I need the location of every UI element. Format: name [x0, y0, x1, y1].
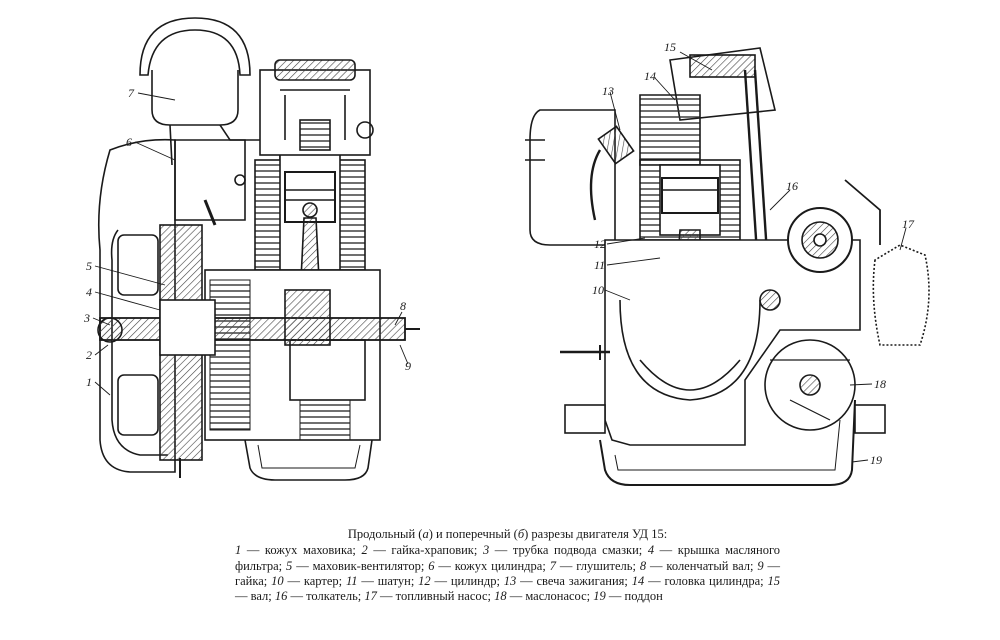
longitudinal-section-view	[97, 17, 420, 481]
legend-text: — трубка подвода смазки;	[489, 543, 643, 558]
flywheel-housing-shape	[97, 138, 176, 473]
callout-9: 9	[405, 359, 411, 373]
callout-10: 10	[592, 283, 604, 297]
legend-text: — вал;	[235, 589, 272, 604]
legend-number: 4	[647, 543, 655, 558]
callout-13: 13	[602, 84, 614, 98]
callout-numbers: 7 6 5 4 3 2 1 8 9 15 14 13 12 11 10 16 1…	[83, 40, 915, 467]
callout-4: 4	[86, 285, 92, 299]
leader-lines	[92, 51, 907, 463]
callout-6: 6	[126, 135, 132, 149]
legend-number: 12	[418, 573, 431, 588]
legend-item-12: 12 — цилиндр;	[418, 574, 500, 588]
legend-text: — цилиндр;	[430, 573, 500, 588]
transverse-section-view	[525, 47, 930, 486]
legend-item-9: 9 — гайка;	[235, 559, 780, 588]
legend-text: — маслонасос;	[506, 589, 591, 604]
legend-text: — глушитель;	[555, 558, 636, 573]
legend-text: — кожух цилиндра;	[434, 558, 546, 573]
legend-item-6: 6 — кожух цилиндра;	[428, 559, 546, 573]
legend-number: 10	[271, 573, 284, 588]
figure-caption: Продольный (а) и поперечный (б) разрезы …	[235, 527, 780, 604]
legend-number: 8	[639, 558, 647, 573]
legend-item-13: 13 — свеча зажигания;	[504, 574, 628, 588]
legend-number: 7	[549, 558, 556, 573]
legend-text: — толкатель;	[287, 589, 362, 604]
legend-number: 1	[235, 543, 242, 558]
legend-text: — маховик-вентилятор;	[292, 558, 425, 573]
legend-item-17: 17 — топливный насос;	[364, 589, 491, 603]
legend-item-3: 3 — трубка подвода смазки;	[483, 543, 642, 557]
callout-17: 17	[902, 217, 915, 231]
callout-1: 1	[86, 375, 92, 389]
callout-12: 12	[594, 237, 606, 251]
legend-list: 1 — кожух маховика; 2 — гайка-храповик; …	[235, 543, 780, 604]
legend-text: — гайка-храповик;	[367, 543, 478, 558]
callout-18: 18	[874, 377, 886, 391]
legend-text: — шатун;	[357, 573, 415, 588]
callout-16: 16	[786, 179, 798, 193]
legend-number: 6	[428, 558, 435, 573]
legend-number: 2	[361, 543, 368, 558]
legend-number: 16	[274, 589, 288, 604]
callout-14: 14	[644, 69, 656, 83]
callout-8: 8	[400, 299, 406, 313]
legend-text: — крышка масляного фильтра;	[235, 543, 781, 573]
engine-section-drawing: 7 6 5 4 3 2 1 8 9 15 14 13 12 11 10 16 1…	[83, 17, 930, 486]
legend-item-10: 10 — картер;	[271, 574, 342, 588]
muffler-shape	[139, 17, 251, 76]
callout-2: 2	[86, 348, 92, 362]
legend-item-4: 4 — крышка масляного фильтра;	[235, 543, 780, 572]
legend-text: — кожух маховика;	[241, 543, 356, 558]
legend-number: 3	[482, 543, 490, 558]
legend-item-8: 8 — коленчатый вал;	[640, 559, 754, 573]
legend-text: — картер;	[283, 573, 343, 588]
legend-text: — гайка;	[235, 558, 781, 588]
legend-number: 15	[767, 573, 781, 588]
legend-item-15: 15 — вал;	[235, 574, 780, 603]
legend-number: 19	[593, 589, 606, 604]
callout-19: 19	[870, 453, 882, 467]
legend-number: 9	[757, 558, 764, 573]
legend-number: 13	[503, 573, 517, 588]
legend-text: — поддон	[605, 589, 663, 604]
legend-item-11: 11 — шатун;	[346, 574, 414, 588]
caption-title: Продольный (а) и поперечный (б) разрезы …	[347, 527, 668, 541]
legend-item-16: 16 — толкатель;	[275, 589, 361, 603]
callout-7: 7	[128, 86, 135, 100]
legend-item-7: 7 — глушитель;	[550, 559, 636, 573]
legend-number: 17	[364, 589, 377, 604]
callout-5: 5	[86, 259, 92, 273]
legend-text: — топливный насос;	[376, 589, 491, 604]
callout-3: 3	[83, 311, 90, 325]
legend-number: 5	[286, 558, 293, 573]
legend-item-14: 14 — головка цилиндра;	[632, 574, 764, 588]
legend-item-2: 2 — гайка-храповик;	[362, 543, 478, 557]
legend-item-5: 5 — маховик-вентилятор;	[286, 559, 424, 573]
legend-text: — коленчатый вал;	[646, 558, 754, 573]
legend-number: 18	[494, 589, 507, 604]
legend-item-1: 1 — кожух маховика;	[235, 543, 356, 557]
legend-text: — свеча зажигания;	[516, 573, 628, 588]
legend-number: 14	[631, 573, 645, 588]
legend-text: — головка цилиндра;	[644, 573, 764, 588]
legend-item-18: 18 — маслонасос;	[494, 589, 590, 603]
legend-number: 11	[345, 573, 358, 588]
callout-15: 15	[664, 40, 676, 54]
callout-11: 11	[594, 258, 605, 272]
legend-item-19: 19 — поддон	[593, 589, 663, 603]
